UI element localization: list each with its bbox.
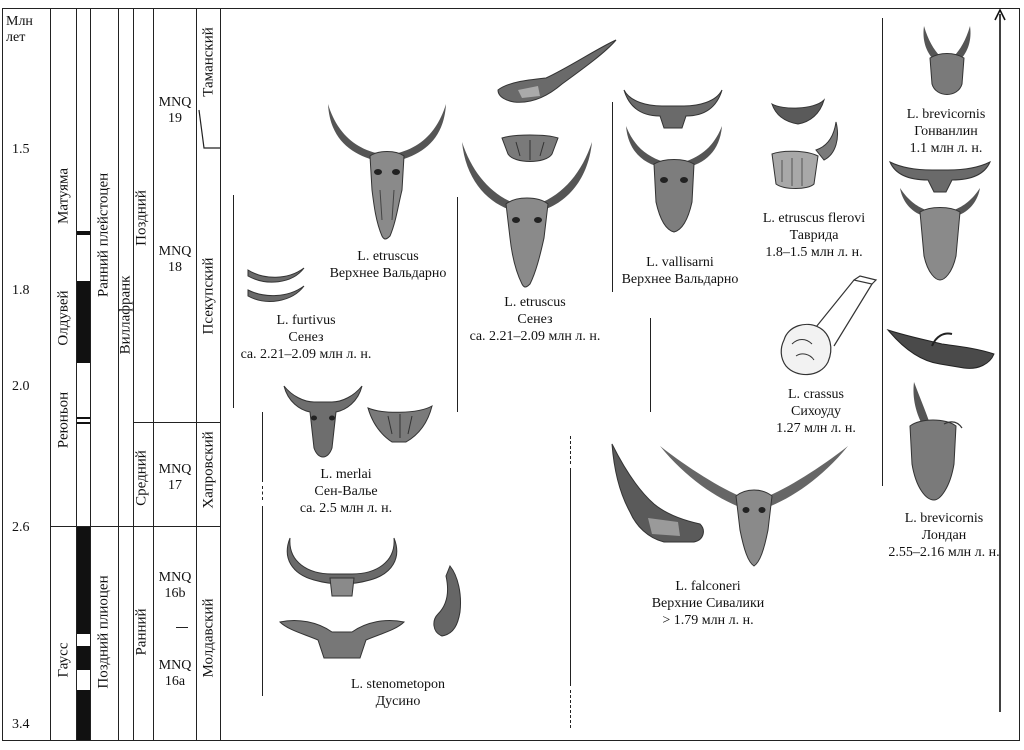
fossil-brevicornis-gongwanling <box>912 24 982 104</box>
range-line <box>650 318 651 412</box>
axis-tick: 3.4 <box>12 717 30 732</box>
villafranchian-label: Виллафранк <box>117 275 134 355</box>
complex-taman: Таманский <box>200 27 217 97</box>
column-divider <box>133 8 134 741</box>
column-divider <box>50 8 51 741</box>
range-line <box>570 468 571 686</box>
column-divider <box>118 8 119 741</box>
fossil-etruscus-senez-lateral <box>488 38 618 108</box>
complex-psekups: Псекупский <box>200 257 217 335</box>
normal-polarity-band <box>77 690 90 740</box>
axis-unit: Млн лет <box>6 14 33 45</box>
column-divider <box>220 8 221 741</box>
range-line-dashed <box>570 690 571 728</box>
fossil-brevicornis-longdan-lateral <box>886 324 998 372</box>
chron-reunion: Реюньон <box>55 391 72 449</box>
normal-polarity-band <box>77 646 90 670</box>
column-divider <box>90 8 91 741</box>
fossil-brevicornis-longdan <box>900 380 966 504</box>
chron-matuyama: Матуяма <box>55 167 72 225</box>
normal-polarity-band <box>77 281 90 363</box>
boundary-line <box>176 627 188 628</box>
range-line <box>233 195 234 408</box>
boundary-line <box>133 422 220 423</box>
fossil-stenometopon-horn <box>428 564 468 638</box>
chron-gauss: Гаусс <box>55 642 72 678</box>
range-line <box>882 18 883 486</box>
normal-polarity-band <box>77 231 90 235</box>
fossil-crassus <box>776 274 880 384</box>
fossil-flerovi-top <box>770 96 826 130</box>
column-divider <box>153 8 154 741</box>
fossil-vallisarni-gonghe <box>898 186 982 282</box>
epoch-late-pliocene: Поздний плиоцен <box>95 575 112 689</box>
fossil-merlai-occipital <box>366 404 434 446</box>
fossil-etruscus-senez <box>460 138 595 288</box>
fossil-vallisarni-gonghe-top <box>888 154 992 194</box>
taman-boundary <box>198 109 220 149</box>
chron-olduvai: Олдувей <box>55 290 72 346</box>
fossil-flerovi <box>768 120 840 192</box>
fossil-vallisarni-valdarno-top <box>622 84 724 130</box>
normal-polarity-band <box>77 417 90 419</box>
fossil-etruscus-senez-fragment <box>500 128 560 168</box>
column-divider <box>76 8 77 741</box>
range-line <box>612 102 613 292</box>
time-arrow <box>994 8 1006 712</box>
axis-tick: 1.8 <box>12 283 30 298</box>
range-line-dashed <box>570 436 571 464</box>
boundary-line <box>133 526 220 527</box>
range-line <box>262 412 263 482</box>
normal-polarity-band <box>77 422 90 424</box>
axis-tick: 2.6 <box>12 520 30 535</box>
fossil-furtivus <box>246 264 308 308</box>
fossil-stenometopon-top <box>280 534 404 602</box>
axis-tick: 1.5 <box>12 142 30 157</box>
villafranchian-late: Поздний <box>133 190 150 246</box>
fossil-vallisarni-valdarno <box>624 124 724 234</box>
axis-tick: 2.0 <box>12 379 30 394</box>
fossil-etruscus-valdarno <box>322 100 452 245</box>
complex-khaprov: Хапровский <box>200 431 217 509</box>
fossil-falconeri <box>656 438 852 568</box>
fossil-merlai-frontal <box>282 382 364 462</box>
range-line-dashed <box>262 486 263 500</box>
villafranchian-early: Ранний <box>133 608 150 656</box>
chart-frame <box>2 8 1020 741</box>
fossil-falconeri-lateral <box>608 438 714 546</box>
range-line <box>262 506 263 696</box>
complex-moldavian: Молдавский <box>200 598 217 678</box>
range-line <box>457 197 458 412</box>
boundary-line <box>50 526 153 527</box>
fossil-stenometopon-bottom <box>278 610 406 662</box>
column-divider <box>196 8 197 741</box>
normal-polarity-band <box>77 526 90 634</box>
villafranchian-middle: Средний <box>133 450 150 506</box>
epoch-early-pleistocene: Ранний плейстоцен <box>95 172 112 298</box>
